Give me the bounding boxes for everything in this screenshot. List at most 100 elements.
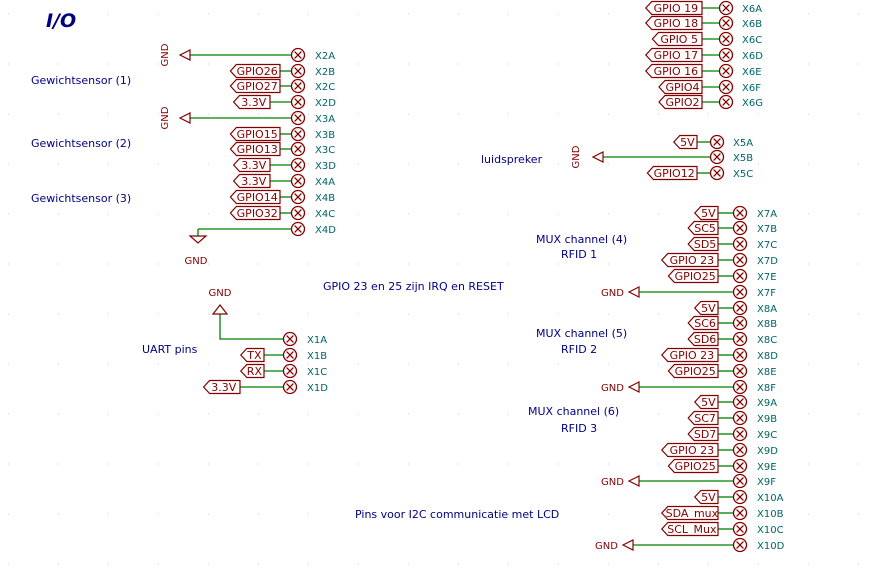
net-label: SD6 bbox=[694, 333, 716, 346]
pin-circle bbox=[732, 300, 748, 316]
connector-ref: X6G bbox=[742, 98, 763, 109]
connector-ref: X4A bbox=[315, 177, 335, 188]
pin-circle bbox=[718, 47, 734, 63]
net-label: 5V bbox=[701, 302, 716, 315]
net-label: TX bbox=[246, 349, 262, 362]
connector-ref: X9F bbox=[757, 477, 776, 488]
connector-ref: X9D bbox=[757, 446, 778, 457]
net-label: 3.3V bbox=[211, 381, 236, 394]
note-rfid-1: RFID 1 bbox=[561, 248, 597, 261]
pin-circle bbox=[290, 141, 306, 157]
pin-circle bbox=[732, 410, 748, 426]
net-label: GPIO25 bbox=[675, 365, 716, 378]
pin-circle bbox=[732, 537, 748, 553]
pin-circle bbox=[732, 379, 748, 395]
connector-ref: X8E bbox=[757, 367, 777, 378]
net-label: GPIO13 bbox=[237, 143, 278, 156]
pin-circle bbox=[282, 363, 298, 379]
pin-circle bbox=[732, 521, 748, 537]
net-label: GPIO 16 bbox=[654, 65, 699, 78]
net-label: SC5 bbox=[694, 222, 716, 235]
net-label: SCL_Mux bbox=[667, 523, 717, 536]
pin-circle bbox=[290, 78, 306, 94]
pin-circle bbox=[718, 79, 734, 95]
connector-ref: X10C bbox=[757, 525, 784, 536]
sheet-title: I/O bbox=[46, 10, 76, 32]
note-i2c-lcd: Pins voor I2C communicatie met LCD bbox=[355, 508, 559, 521]
note-irq-reset: GPIO 23 en 25 zijn IRQ en RESET bbox=[323, 280, 504, 293]
net-label: GPIO 18 bbox=[654, 17, 699, 30]
connector-ref: X2A bbox=[315, 51, 335, 62]
pin-circle bbox=[718, 31, 734, 47]
pin-circle bbox=[709, 134, 725, 150]
net-label: SDA_mux bbox=[666, 507, 719, 520]
note-rfid-3: RFID 3 bbox=[561, 422, 597, 435]
pin-circle bbox=[718, 15, 734, 31]
connector-ref: X2D bbox=[315, 98, 336, 109]
connector-ref: X9C bbox=[757, 430, 777, 441]
gnd-label: GND bbox=[160, 106, 171, 129]
note-gewichtsensor-2: Gewichtsensor (2) bbox=[31, 137, 131, 150]
net-label: SC7 bbox=[694, 412, 716, 425]
net-label: GPIO 19 bbox=[654, 2, 699, 15]
pin-circle bbox=[290, 205, 306, 221]
pin-circle bbox=[290, 94, 306, 110]
note-mux-channel-5: MUX channel (5) bbox=[536, 327, 627, 340]
connector-x10c[interactable]: SCL_Mux X10C bbox=[660, 521, 784, 537]
net-label: 3.3V bbox=[241, 159, 266, 172]
connector-x8e[interactable]: GPIO25 X8E bbox=[667, 363, 777, 379]
gnd-label: GND bbox=[595, 541, 618, 552]
gnd-label: GND bbox=[209, 288, 232, 299]
pin-circle bbox=[290, 157, 306, 173]
pin-circle bbox=[709, 165, 725, 181]
note-gewichtsensor-1: Gewichtsensor (1) bbox=[31, 74, 131, 87]
